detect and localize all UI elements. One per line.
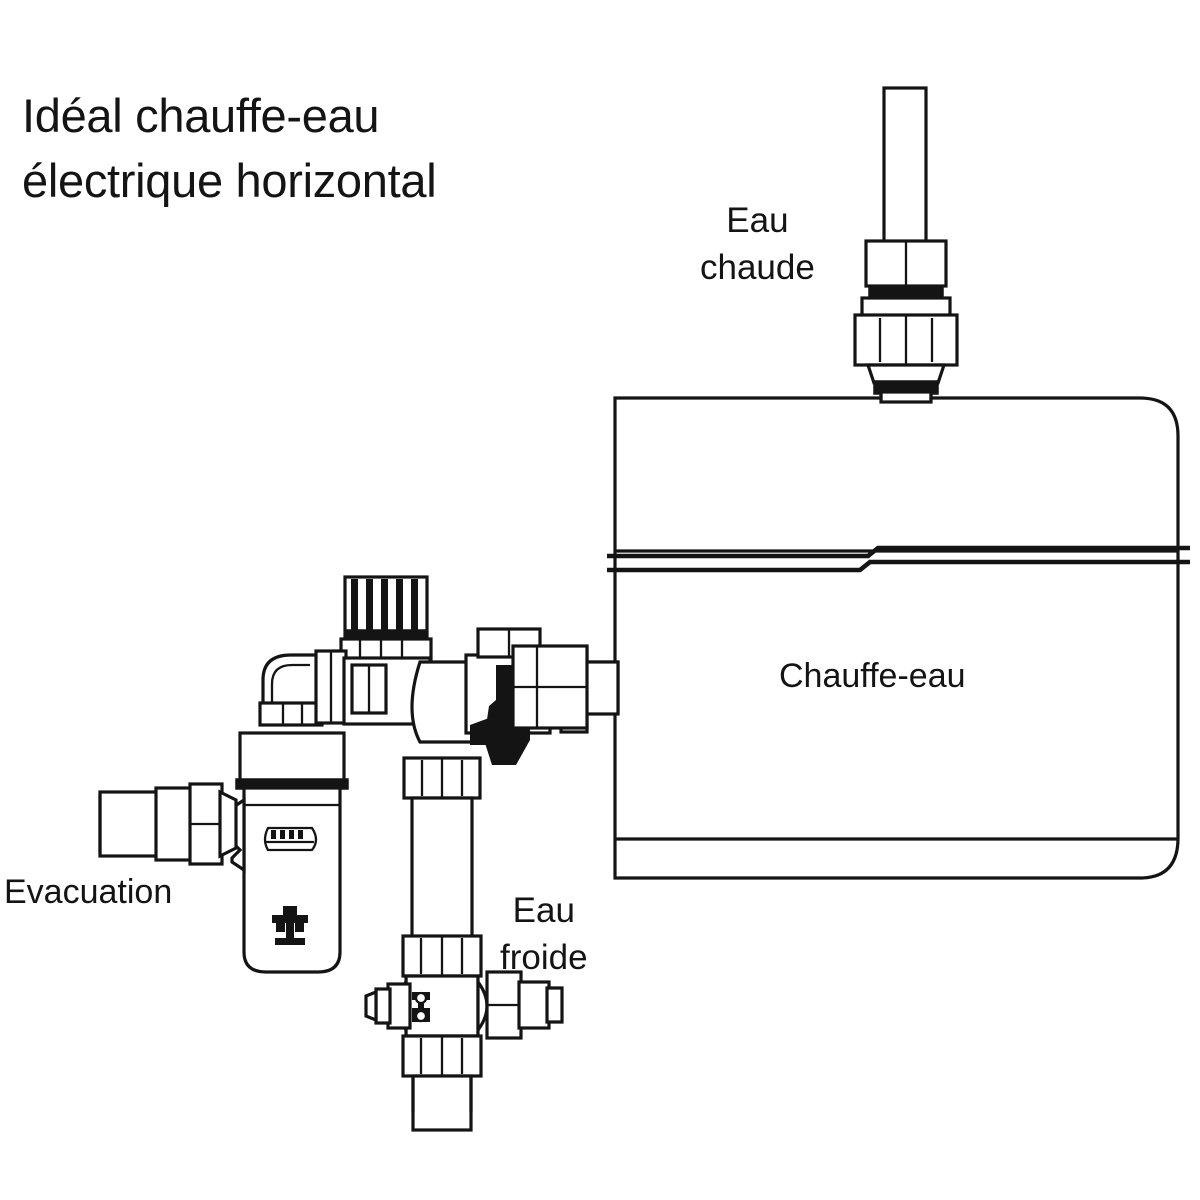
safety-group-fluted-cap [339,575,433,663]
label-hot-water: Eau chaude [700,198,815,291]
title-line-2: électrique horizontal [22,153,437,207]
label-hot-water-line-2: chaude [700,247,815,287]
label-cold-water-line-1: Eau [512,891,575,930]
evacuation-pipe [98,782,238,866]
label-water-heater: Chauffe-eau [779,657,966,695]
vertical-cold-pipe-upper [402,756,482,940]
label-hot-water-line-1: Eau [726,201,789,240]
cold-water-pipe-lower [411,1074,473,1132]
drain-siphon-body [230,731,349,974]
cold-water-cross-valve [364,934,564,1078]
hot-water-pipe-assembly [853,86,959,404]
title-line-1: Idéal chauffe-eau [22,89,380,142]
safety-group-left-elbow [258,649,348,727]
label-cold-water: Eau froide [500,888,588,981]
water-heater-tank [607,396,1190,880]
valve-to-tank-connector [511,644,620,730]
label-evacuation: Evacuation [4,873,173,911]
page-title: Idéal chauffe-eau électrique horizontal [22,84,437,214]
label-cold-water-line-2: froide [500,937,588,977]
drain-symbol-icon [272,906,308,945]
